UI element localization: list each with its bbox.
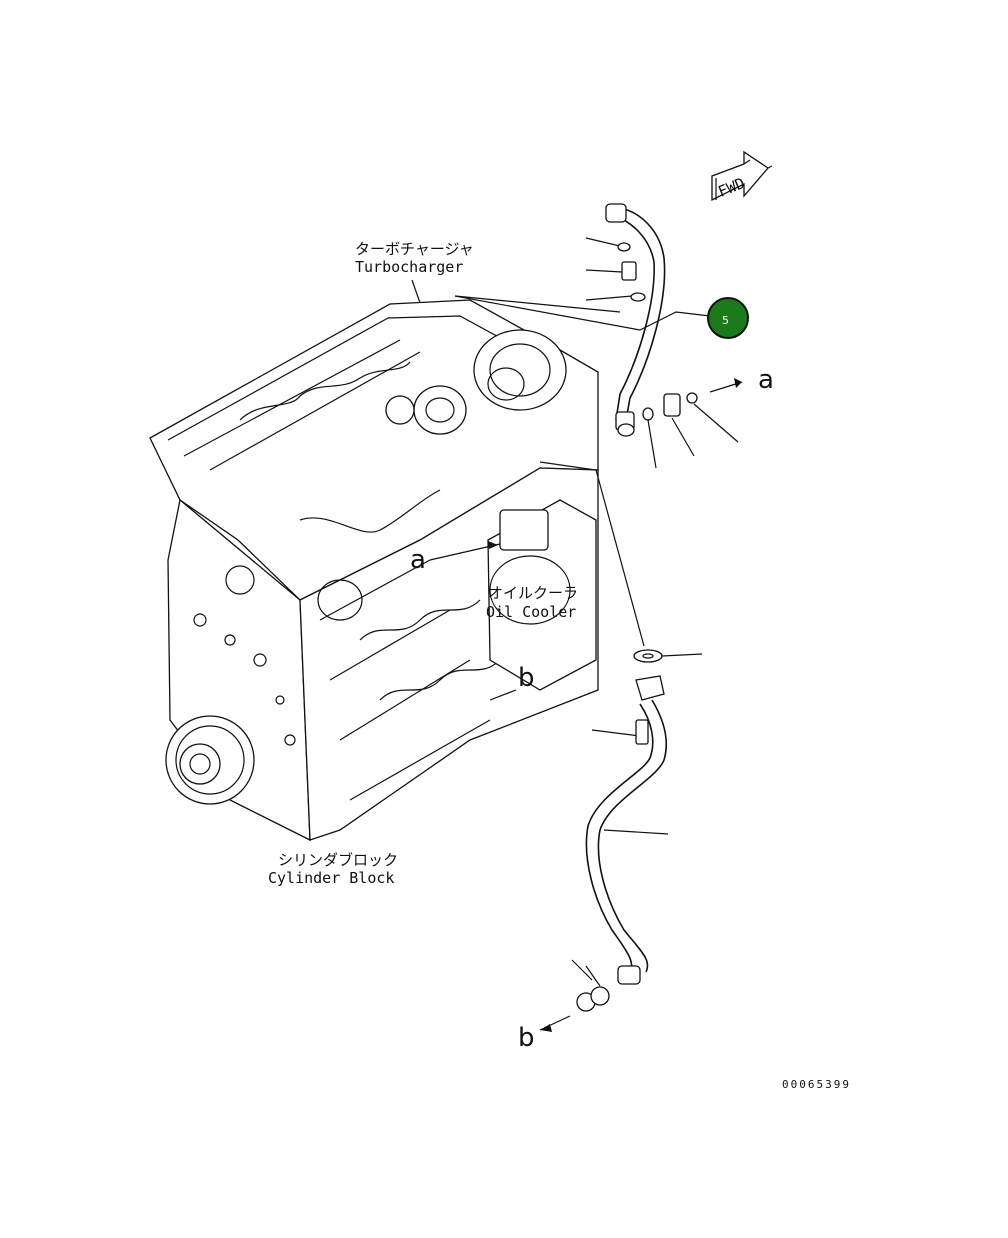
document-number: 00065399 [782,1078,851,1091]
callout-number: 5 [722,314,729,327]
oil-return-pipe [585,675,669,985]
fwd-arrow-icon: FWD [711,150,773,202]
gasket [633,649,703,663]
turbocharger-label-en: Turbocharger [355,258,463,276]
cylinder-block-label-en: Cylinder Block [268,869,394,887]
oil-cooler-label-jp: オイルクーラ [488,584,578,602]
mid-fittings [642,378,743,469]
cylinder-block-label-jp: シリンダブロック [278,851,398,869]
upper-fittings [585,237,646,302]
cylinder-block-drawing [149,299,599,842]
oil-supply-pipe [605,203,666,437]
ref-a-inner: a [410,545,426,575]
ref-b-label: b [518,1023,535,1053]
oil-cooler-label-en: Oil Cooler [486,603,576,621]
o-rings [539,959,610,1032]
ref-b-inner: b [518,663,535,693]
ref-a-leader [429,543,501,561]
gasket-leader [539,461,645,647]
ref-b-leader [489,689,517,701]
turbocharger-label-jp: ターボチャージャ [355,240,474,258]
ref-a-label: a [758,365,774,395]
